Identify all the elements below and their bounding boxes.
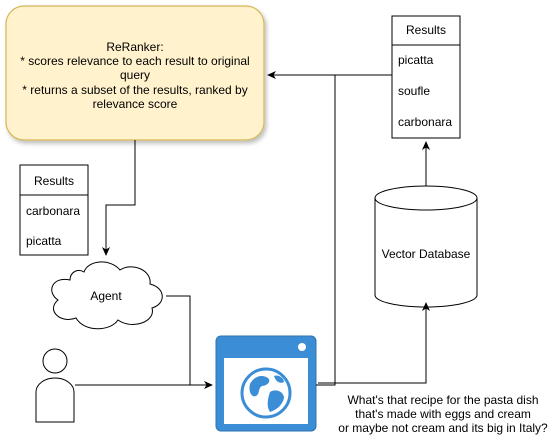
reranker-line-4: relevance score [93,97,178,111]
results-top-item: soufle [398,84,430,98]
reranker-line-3: * returns a subset of the results, ranke… [22,83,247,97]
results-top-item: carbonara [398,115,452,129]
results-top-header: Results [406,23,446,37]
results-left-item: picatta [26,234,62,248]
connector-browser-to-vectordb [318,302,430,384]
results-table-top: Results picatta soufle carbonara [391,15,461,139]
agent-label: Agent [90,289,122,303]
agent-cloud: Agent [51,261,163,330]
results-table-left: Results carbonara picatta [19,164,89,256]
vector-database: Vector Database [374,185,478,308]
person-icon [35,348,75,423]
browser-globe-icon[interactable] [215,335,317,432]
results-left-header: Results [34,174,74,188]
connector-browser-to-reranker [267,71,336,386]
results-left-item: carbonara [26,204,80,218]
reranker-title: ReRanker: [106,40,163,54]
connector-reranker-to-agent [102,140,136,256]
query-line-1: What's that recipe for the pasta dish [347,393,538,407]
results-top-item: picatta [398,53,434,67]
query-line-2: that's made with eggs and cream [355,407,531,421]
connectors [75,71,430,389]
query-line-3: or maybe not cream and its big in Italy? [338,421,548,435]
query-text: What's that recipe for the pasta dish th… [338,393,548,435]
vector-database-label: Vector Database [382,247,471,261]
reranker-line-2: query [120,68,150,82]
reranker-box[interactable]: ReRanker: * scores relevance to each res… [5,5,265,141]
connector-agent-to-browser [166,295,191,385]
reranker-line-1: * scores relevance to each result to ori… [20,54,249,68]
